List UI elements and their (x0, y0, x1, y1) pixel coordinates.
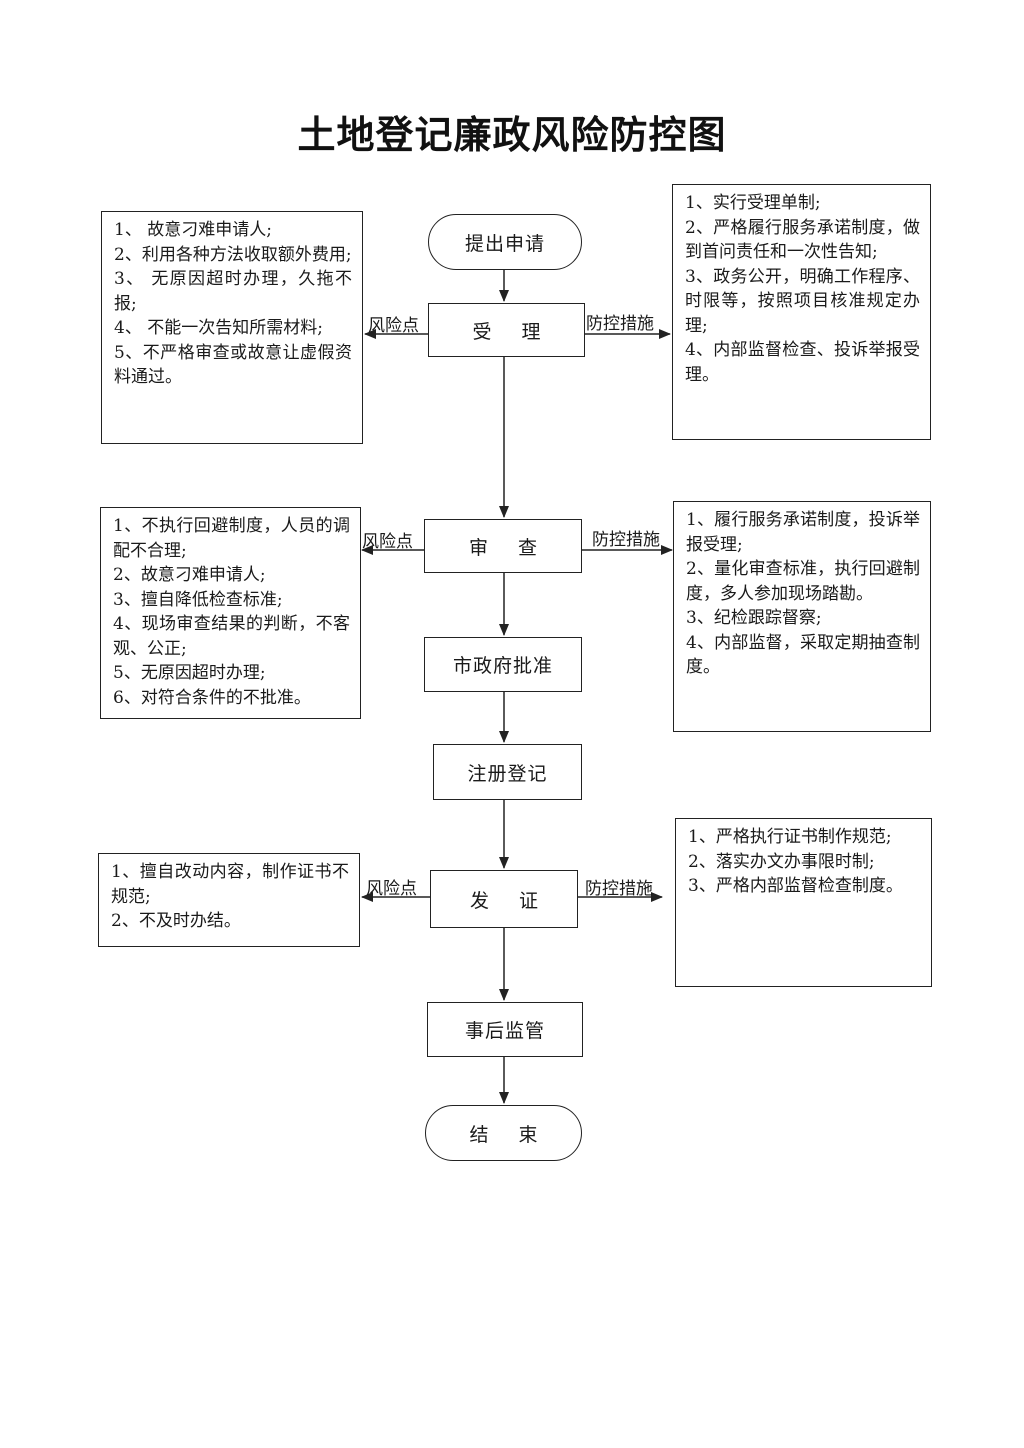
list-item: 1、擅自改动内容，制作证书不规范; (111, 862, 349, 907)
node-register-label: 注册登记 (467, 762, 548, 785)
node-issue: 发 证 (430, 870, 578, 928)
list-item: 6、对符合条件的不批准。 (113, 687, 311, 708)
list-item: 3、擅自降低检查标准; (113, 589, 283, 610)
control-panel-accept: 1、实行受理单制; 2、严格履行服务承诺制度，做到首问责任和一次性告知; 3、政… (672, 184, 931, 440)
node-supervise: 事后监管 (427, 1002, 583, 1057)
list-item: 5、不严格审查或故意让虚假资料通过。 (114, 342, 352, 388)
list-item: 2、故意刁难申请人; (113, 565, 266, 585)
list-item: 2、利用各种方法收取额外费用; (114, 244, 352, 265)
risk-panel-review: 1、不执行回避制度，人员的调配不合理; 2、故意刁难申请人; 3、擅自降低检查标… (100, 507, 361, 719)
page-title: 土地登记廉政风险防控图 (297, 112, 727, 157)
list-item: 2、落实办文办事限时制; (688, 851, 875, 872)
node-start: 提出申请 (428, 214, 582, 270)
list-item: 1、不执行回避制度，人员的调配不合理; (113, 516, 350, 561)
list-item: 2、量化审查标准，执行回避制度，多人参加现场踏勘。 (686, 559, 920, 604)
issue-risk-label: 风险点 (366, 879, 417, 899)
risk-panel-accept: 1、 故意刁难申请人; 2、利用各种方法收取额外费用; 3、 无原因超时办理，久… (101, 211, 363, 444)
list-item: 1、实行受理单制; (685, 193, 821, 213)
node-accept: 受 理 (428, 303, 585, 357)
list-item: 1、严格执行证书制作规范; (688, 827, 892, 847)
accept-control-label: 防控措施 (586, 314, 654, 334)
node-accept-label: 受 理 (472, 320, 553, 343)
accept-risk-label: 风险点 (368, 316, 419, 336)
node-approve-label: 市政府批准 (452, 655, 553, 677)
list-item: 1、 故意刁难申请人; (114, 220, 272, 240)
review-control-label: 防控措施 (592, 530, 660, 550)
list-item: 2、严格履行服务承诺制度，做到首问责任和一次性告知; (685, 217, 920, 263)
node-approve: 市政府批准 (424, 637, 582, 692)
node-review: 审 查 (424, 519, 582, 573)
list-item: 4、现场审查结果的判断，不客观、公正; (113, 614, 350, 659)
node-end: 结 束 (425, 1105, 582, 1161)
list-item: 3、政务公开，明确工作程序、时限等，按照项目核准规定办理; (685, 266, 920, 336)
list-item: 4、内部监督，采取定期抽查制度。 (686, 632, 920, 678)
node-end-label: 结 束 (469, 1123, 550, 1146)
list-item: 1、履行服务承诺制度，投诉举报受理; (686, 510, 920, 555)
issue-control-label: 防控措施 (585, 879, 653, 899)
node-register: 注册登记 (433, 744, 582, 800)
list-item: 5、无原因超时办理; (113, 663, 266, 683)
review-risk-label: 风险点 (362, 532, 413, 552)
list-item: 4、内部监督检查、投诉举报受理。 (685, 340, 920, 385)
risk-panel-issue: 1、擅自改动内容，制作证书不规范; 2、不及时办结。 (98, 853, 360, 947)
node-review-label: 审 查 (468, 536, 550, 559)
control-panel-issue: 1、严格执行证书制作规范; 2、落实办文办事限时制; 3、严格内部监督检查制度。 (675, 818, 932, 987)
node-supervise-label: 事后监管 (464, 1020, 545, 1042)
list-item: 4、 不能一次告知所需材料; (114, 318, 323, 338)
control-panel-review: 1、履行服务承诺制度，投诉举报受理; 2、量化审查标准，执行回避制度，多人参加现… (673, 501, 931, 732)
node-issue-label: 发 证 (469, 889, 551, 912)
list-item: 3、严格内部监督检查制度。 (688, 876, 903, 896)
list-item: 3、 无原因超时办理，久拖不报; (114, 269, 352, 314)
list-item: 2、不及时办结。 (111, 911, 241, 931)
list-item: 3、纪检跟踪督察; (686, 608, 822, 628)
node-start-label: 提出申请 (464, 232, 545, 255)
